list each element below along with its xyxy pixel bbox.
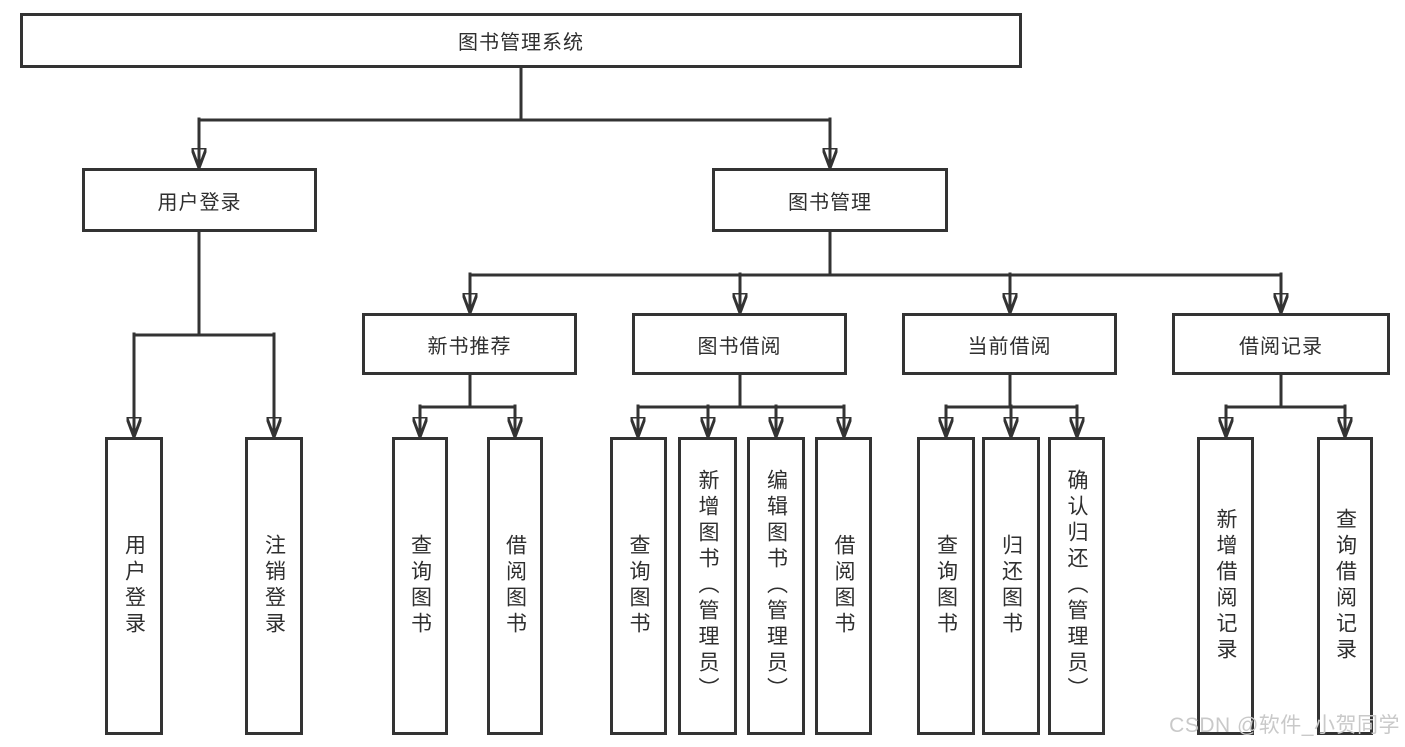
leaf-records-query-record: 查询借阅记录 <box>1317 437 1373 735</box>
node-new-book-recommend: 新书推荐 <box>362 313 577 375</box>
leaf-logout: 注销登录 <box>245 437 303 735</box>
node-user-login: 用户登录 <box>82 168 317 232</box>
node-borrowing-records-label: 借阅记录 <box>1239 335 1323 358</box>
leaf-borrow-borrow-book: 借阅图书 <box>815 437 872 735</box>
leaf-current-return-book: 归还图书 <box>982 437 1040 735</box>
leaf-user-login-label: 用户登录 <box>122 534 146 638</box>
connector-book-mgmt-children <box>470 230 1281 311</box>
leaf-current-confirm-return-admin: 确认归还（管理员） <box>1048 437 1105 735</box>
leaf-logout-label: 注销登录 <box>262 534 286 638</box>
connector-current-children <box>946 373 1077 435</box>
node-book-management-label: 图书管理 <box>788 191 872 214</box>
leaf-records-add-record: 新增借阅记录 <box>1197 437 1254 735</box>
node-new-book-recommend-label: 新书推荐 <box>427 335 512 358</box>
connector-root-to-level2 <box>199 66 830 166</box>
csdn-watermark: CSDN @软件_小贺同学 <box>1169 714 1400 737</box>
leaf-records-add-record-label: 新增借阅记录 <box>1214 508 1237 664</box>
leaf-recommend-borrow-book: 借阅图书 <box>487 437 543 735</box>
leaf-borrow-add-book-admin: 新增图书（管理员） <box>678 437 737 735</box>
node-library-system-label: 图书管理系统 <box>458 32 584 54</box>
leaf-recommend-borrow-book-label: 借阅图书 <box>503 534 527 638</box>
connector-records-children <box>1226 373 1345 435</box>
leaf-borrow-borrow-book-label: 借阅图书 <box>832 534 855 638</box>
leaf-borrow-add-book-admin-label: 新增图书（管理员） <box>696 469 719 703</box>
node-library-system: 图书管理系统 <box>20 13 1022 68</box>
leaf-recommend-query-book-label: 查询图书 <box>408 534 432 638</box>
node-book-borrowing-label: 图书借阅 <box>697 335 782 358</box>
leaf-records-query-record-label: 查询借阅记录 <box>1333 508 1357 664</box>
connector-user-login-children <box>134 230 274 435</box>
leaf-borrow-query-book-label: 查询图书 <box>627 534 650 638</box>
node-borrowing-records: 借阅记录 <box>1172 313 1390 375</box>
leaf-current-query-book: 查询图书 <box>917 437 975 735</box>
leaf-current-return-book-label: 归还图书 <box>999 534 1023 638</box>
node-user-login-label: 用户登录 <box>157 191 242 214</box>
node-current-borrowing-label: 当前借阅 <box>967 335 1052 358</box>
node-current-borrowing: 当前借阅 <box>902 313 1117 375</box>
connector-recommend-children <box>420 373 515 435</box>
leaf-borrow-edit-book-admin-label: 编辑图书（管理员） <box>764 469 788 703</box>
leaf-user-login: 用户登录 <box>105 437 163 735</box>
leaf-borrow-edit-book-admin: 编辑图书（管理员） <box>747 437 805 735</box>
leaf-borrow-query-book: 查询图书 <box>610 437 667 735</box>
leaf-recommend-query-book: 查询图书 <box>392 437 448 735</box>
leaf-current-confirm-return-admin-label: 确认归还（管理员） <box>1065 469 1088 703</box>
leaf-current-query-book-label: 查询图书 <box>934 534 958 638</box>
connector-borrow-children <box>638 373 844 435</box>
node-book-management: 图书管理 <box>712 168 948 232</box>
node-book-borrowing: 图书借阅 <box>632 313 847 375</box>
